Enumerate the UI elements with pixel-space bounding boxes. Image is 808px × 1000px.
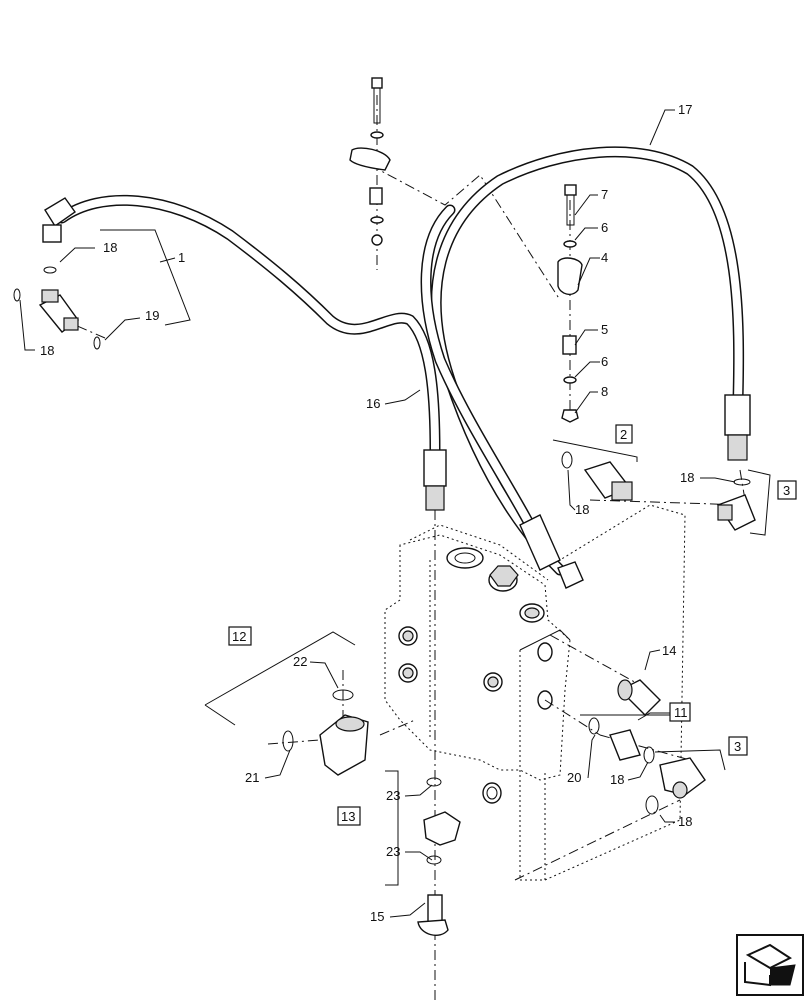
callout-5: 5 [601, 322, 608, 337]
hose-17 [420, 146, 751, 589]
callout-15: 15 [370, 909, 384, 924]
callout-box-2 [615, 424, 633, 444]
callout-18-a: 18 [103, 240, 117, 255]
adapter-fitting-2 [561, 451, 633, 501]
assembly-centerlines [74, 95, 746, 1000]
callout-7: 7 [601, 187, 608, 202]
callout-1: 1 [178, 250, 185, 265]
callout-16: 16 [366, 396, 380, 411]
callout-22: 22 [293, 654, 307, 669]
tee-fitting-1 [13, 266, 101, 350]
callout-8: 8 [601, 384, 608, 399]
fitting-11-elbow-3-lower [588, 717, 706, 815]
elbow-fitting-3-upper [716, 478, 756, 531]
valve-block [384, 504, 686, 881]
callout-3-upper: 3 [783, 483, 790, 498]
callout-18-f: 18 [678, 814, 692, 829]
fitting-13-and-15 [417, 777, 461, 936]
callout-14: 14 [662, 643, 676, 658]
callout-2: 2 [620, 427, 627, 442]
callout-4: 4 [601, 250, 608, 265]
callout-21: 21 [245, 770, 259, 785]
fitting-14 [617, 679, 661, 716]
callout-box-12 [228, 626, 252, 646]
callout-box-13 [337, 806, 361, 826]
callout-18-c: 18 [575, 502, 589, 517]
leader-lines [19, 109, 736, 918]
callout-12: 12 [232, 629, 246, 644]
callout-box-3-lower [728, 736, 748, 756]
callout-20: 20 [567, 770, 581, 785]
hose-16 [42, 194, 447, 511]
callout-18-b: 18 [40, 343, 54, 358]
clamp-hardware-stack [349, 77, 391, 246]
callout-18-d: 18 [680, 470, 694, 485]
callout-18-e: 18 [610, 772, 624, 787]
callout-19: 19 [145, 308, 159, 323]
callout-6-lower: 6 [601, 354, 608, 369]
callout-13: 13 [341, 809, 355, 824]
next-page-arrow-icon[interactable] [736, 934, 804, 996]
callout-17: 17 [678, 102, 692, 117]
callout-11: 11 [674, 705, 688, 720]
callout-3-lower: 3 [734, 739, 741, 754]
clamp-hardware-7-6-4-5-6-8 [557, 184, 583, 423]
callout-6-upper: 6 [601, 220, 608, 235]
callout-box-11 [669, 702, 691, 722]
callout-box-3-upper [777, 480, 797, 500]
elbow-fitting-12 [282, 689, 369, 776]
callout-23-lower: 23 [386, 844, 400, 859]
callout-23-upper: 23 [386, 788, 400, 803]
group-brackets [100, 229, 771, 886]
